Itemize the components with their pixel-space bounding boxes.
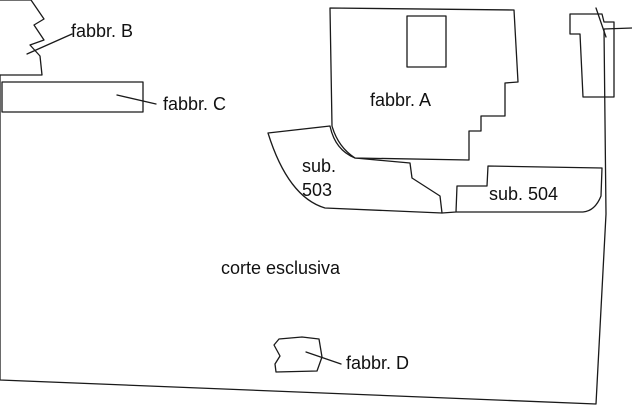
sub-504-outline <box>441 165 603 214</box>
fabbr-d-label: fabbr. D <box>346 353 409 373</box>
top-right-leader <box>595 7 607 38</box>
lot-boundary <box>0 27 632 405</box>
fabbr-a-courtyard <box>406 15 447 68</box>
sub-504-label: sub. 504 <box>489 184 558 204</box>
sub-503-outline <box>267 125 443 214</box>
fabbr-d-leader <box>305 351 342 365</box>
fabbr-c-leader <box>116 94 157 105</box>
fabbr-c-outline <box>1 81 144 113</box>
fabbr-b-outline <box>0 0 45 76</box>
corte-esclusiva-label: corte esclusiva <box>221 258 341 278</box>
fabbr-b-label: fabbr. B <box>71 21 133 41</box>
top-right-building-outline <box>569 13 615 98</box>
fabbr-d-outline <box>273 336 323 373</box>
fabbr-a-outline <box>329 7 519 161</box>
sub-503-label-line2: 503 <box>302 180 332 200</box>
sub-503-label-line1: sub. <box>302 156 336 176</box>
fabbr-c-label: fabbr. C <box>163 94 226 114</box>
fabbr-a-label: fabbr. A <box>370 90 431 110</box>
fabbr-b-leader <box>26 33 73 55</box>
